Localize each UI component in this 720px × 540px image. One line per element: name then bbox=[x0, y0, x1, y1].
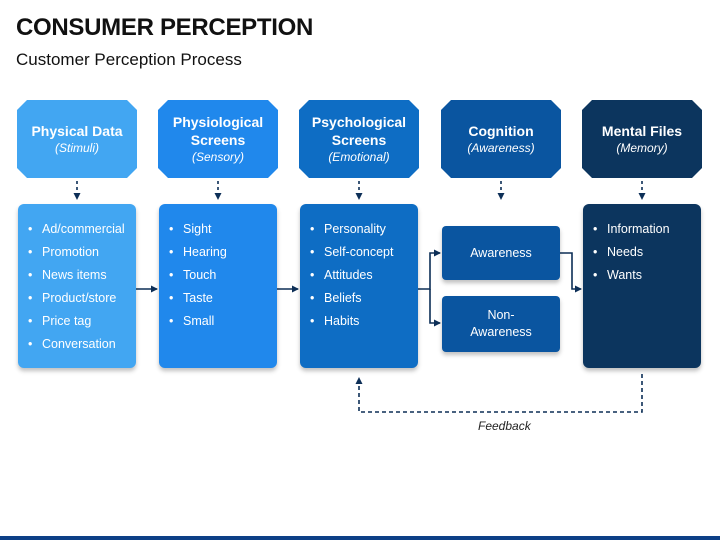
arrow-awareness-memory bbox=[560, 252, 582, 293]
item-list: Information Needs Wants bbox=[583, 218, 701, 287]
header-mental-files: Mental Files (Memory) bbox=[582, 100, 702, 178]
header-physical-data: Physical Data (Stimuli) bbox=[17, 100, 137, 178]
page-subtitle: Customer Perception Process bbox=[16, 50, 242, 69]
header-subtitle: (Sensory) bbox=[191, 149, 244, 164]
page-title: CONSUMER PERCEPTION bbox=[16, 14, 313, 41]
header-title: Physiological Screens bbox=[172, 113, 264, 148]
list-item: Attitudes bbox=[310, 264, 418, 287]
header-subtitle: (Awareness) bbox=[467, 140, 535, 155]
list-item: Small bbox=[169, 310, 277, 333]
header-subtitle: (Emotional) bbox=[328, 149, 390, 164]
header-title: Psychological Screens bbox=[311, 113, 407, 148]
list-item: News items bbox=[28, 264, 136, 287]
list-item: Sight bbox=[169, 218, 277, 241]
header-title: Mental Files bbox=[601, 122, 683, 139]
list-item: Touch bbox=[169, 264, 277, 287]
awareness-label: Awareness bbox=[470, 245, 532, 260]
box-physiological-screens: Sight Hearing Touch Taste Small bbox=[159, 204, 277, 368]
box-psychological-screens: Personality Self-concept Attitudes Belie… bbox=[300, 204, 418, 368]
list-item: Taste bbox=[169, 287, 277, 310]
list-item: Beliefs bbox=[310, 287, 418, 310]
arrow-split-lower bbox=[429, 289, 441, 327]
list-item: Hearing bbox=[169, 241, 277, 264]
non-awareness-box: Non-Awareness bbox=[442, 296, 560, 352]
bottom-accent-bar bbox=[0, 536, 720, 540]
box-mental-files: Information Needs Wants bbox=[583, 204, 701, 368]
box-physical-data: Ad/commercial Promotion News items Produ… bbox=[18, 204, 136, 368]
list-item: Information bbox=[593, 218, 701, 241]
awareness-box: Awareness bbox=[442, 226, 560, 280]
list-item: Self-concept bbox=[310, 241, 418, 264]
list-item: Ad/commercial bbox=[28, 218, 136, 241]
header-subtitle: (Stimuli) bbox=[55, 140, 99, 155]
item-list: Ad/commercial Promotion News items Produ… bbox=[18, 218, 136, 356]
header-title: Cognition bbox=[468, 122, 534, 139]
header-cognition: Cognition (Awareness) bbox=[441, 100, 561, 178]
header-psychological-screens: Psychological Screens (Emotional) bbox=[299, 100, 419, 178]
item-list: Sight Hearing Touch Taste Small bbox=[159, 218, 277, 333]
list-item: Promotion bbox=[28, 241, 136, 264]
header-subtitle: (Memory) bbox=[616, 140, 668, 155]
list-item: Conversation bbox=[28, 333, 136, 356]
list-item: Product/store bbox=[28, 287, 136, 310]
feedback-label: Feedback bbox=[478, 419, 531, 433]
item-list: Personality Self-concept Attitudes Belie… bbox=[300, 218, 418, 333]
list-item: Wants bbox=[593, 264, 701, 287]
header-title: Physical Data bbox=[31, 122, 123, 139]
non-awareness-label: Non-Awareness bbox=[470, 308, 532, 339]
arrow-split bbox=[418, 249, 441, 290]
list-item: Needs bbox=[593, 241, 701, 264]
list-item: Price tag bbox=[28, 310, 136, 333]
list-item: Personality bbox=[310, 218, 418, 241]
list-item: Habits bbox=[310, 310, 418, 333]
header-physiological-screens: Physiological Screens (Sensory) bbox=[158, 100, 278, 178]
feedback-loop bbox=[355, 374, 643, 413]
